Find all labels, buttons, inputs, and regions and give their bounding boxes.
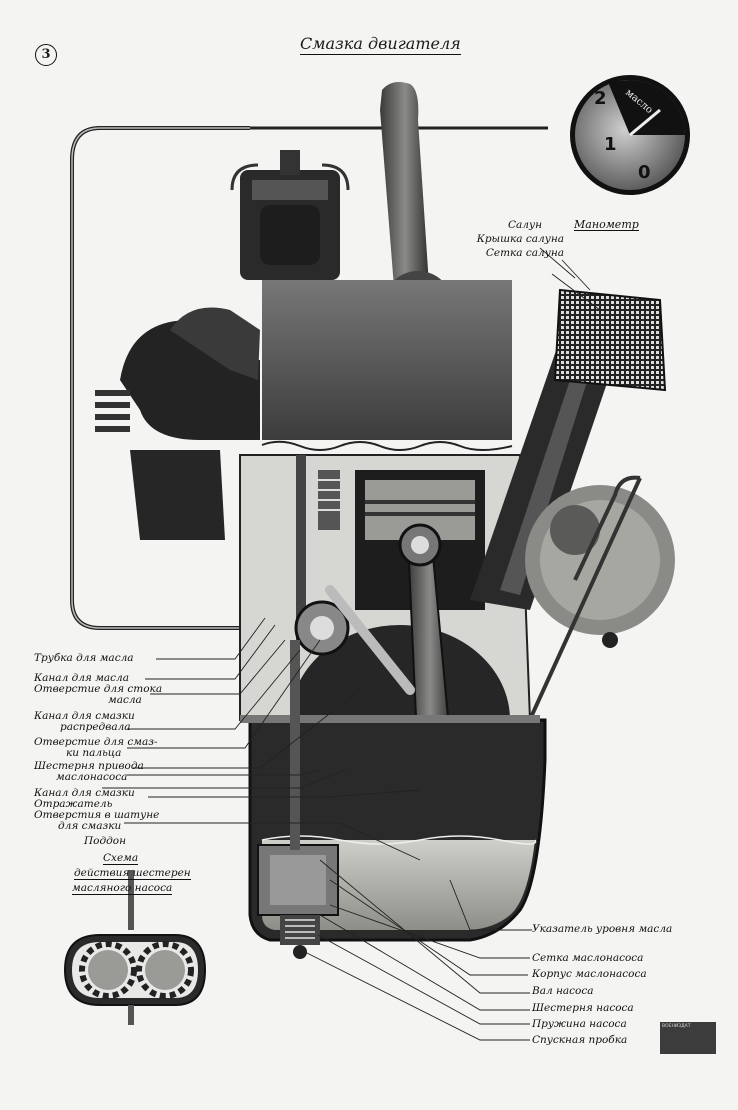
right-leader-lines	[304, 247, 601, 1041]
manifold	[95, 307, 260, 540]
label-pump-spring: Пружина насоса	[532, 1018, 627, 1030]
carburetor	[230, 150, 350, 280]
label-pump-screen: Сетка маслонасоса	[532, 952, 644, 964]
scheme-title-2: действия шестерен	[74, 867, 191, 880]
label-oil-channel: Канал для масла	[34, 672, 130, 684]
oil-pump	[257, 640, 339, 959]
label-deflector: Отражатель	[34, 798, 113, 810]
gauge-scale-1: 1	[604, 134, 617, 155]
gauge-scale-2: 2	[594, 88, 607, 109]
label-drain-hole-1: Отверстие для стока	[34, 683, 163, 695]
label-rod-holes-1: Отверстия в шатуне	[34, 809, 160, 821]
cylinder-block	[262, 280, 512, 445]
gauge-label: Манометр	[574, 218, 639, 231]
label-pin-hole-1: Отверстие для смаз-	[34, 736, 158, 748]
left-leader-lines	[102, 617, 421, 861]
sheet-number: 3	[35, 44, 57, 66]
scheme-title-3: масляного насоса	[72, 882, 173, 895]
label-dipstick: Указатель уровня масла	[532, 923, 673, 935]
label-salun-mesh: Сетка салуна	[485, 247, 564, 259]
gauge-scale-0: 0	[638, 162, 651, 183]
oil-filler-tube	[470, 288, 667, 610]
label-lube-channel: Канал для смазки	[34, 787, 135, 799]
label-pump-drive-gear-2: маслонасоса	[56, 771, 128, 783]
pump-gear-scheme	[63, 870, 207, 1025]
scheme-title-1: Схема	[103, 852, 139, 865]
publisher-mark: ВОЕНИЗДАТ	[660, 1022, 716, 1054]
label-rod-holes-2: для смазки	[58, 820, 122, 832]
label-pump-shaft: Вал насоса	[532, 985, 594, 997]
label-oil-pan: Поддон	[84, 835, 127, 847]
oil-pressure-gauge: 2 1 0 масло	[570, 75, 690, 195]
poster-title: Смазка двигателя	[300, 34, 461, 55]
flywheel-housing	[525, 485, 675, 648]
label-salun: Салун	[508, 219, 542, 231]
label-pump-drive-gear-1: Шестерня привода	[34, 760, 144, 772]
label-oil-tube: Трубка для масла	[34, 652, 134, 664]
label-pin-hole-2: ки пальца	[66, 747, 122, 759]
label-drain-plug: Спускная пробка	[532, 1034, 628, 1046]
label-cam-channel-1: Канал для смазки	[34, 710, 135, 722]
label-pump-body: Корпус маслонасоса	[532, 968, 647, 980]
label-drain-hole-2: масла	[108, 694, 142, 706]
label-pump-gear: Шестерня насоса	[532, 1002, 634, 1014]
label-cam-channel-2: распредвала	[60, 721, 131, 733]
label-salun-cover: Крышка салуна	[476, 233, 564, 245]
